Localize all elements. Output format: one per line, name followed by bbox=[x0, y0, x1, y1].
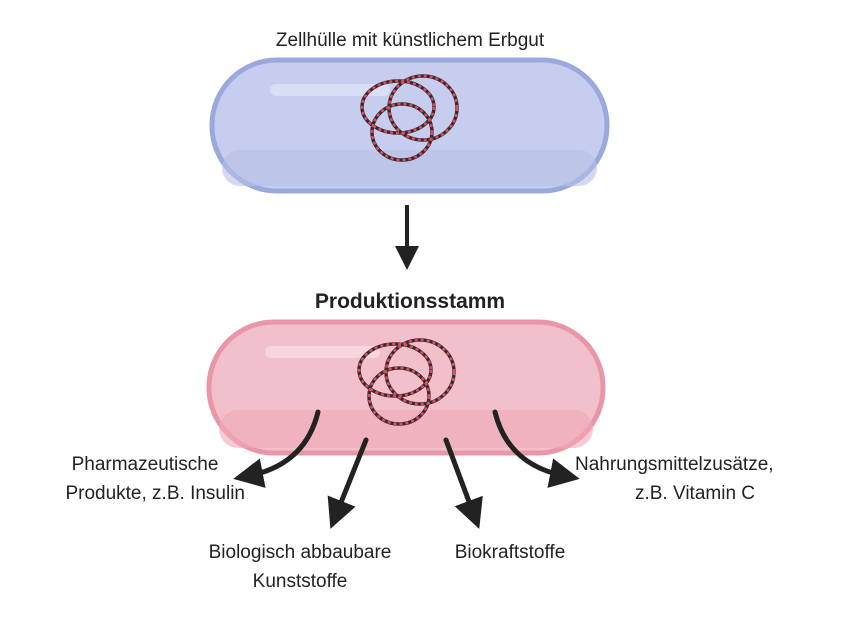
pharma-label-line1: Pharmazeutische bbox=[71, 454, 219, 475]
plastic-label-line1: Biologisch abbaubare bbox=[208, 542, 392, 563]
plastic-label-line2: Kunststoffe bbox=[252, 571, 348, 592]
pharma-label-line2: Produkte, z.B. Insulin bbox=[65, 483, 245, 504]
arrow-plastic bbox=[327, 437, 369, 529]
top-cell-label: Zellhülle mit künstlichem Erbgut bbox=[275, 30, 545, 51]
arrow-biofuel bbox=[443, 437, 483, 530]
biofuel-label: Biokraftstoffe bbox=[454, 542, 566, 563]
arrow-pharma bbox=[233, 409, 321, 488]
food-label-line2: z.B. Vitamin C bbox=[634, 483, 756, 504]
dna-plasmid-icon bbox=[360, 74, 459, 162]
top-cell bbox=[209, 57, 610, 194]
bottom-cell-label: Produktionsstamm bbox=[314, 290, 506, 313]
arrow-food bbox=[492, 409, 580, 488]
dna-plasmid-icon bbox=[357, 338, 456, 426]
food-label-line1: Nahrungsmittelzusätze, bbox=[575, 454, 774, 475]
